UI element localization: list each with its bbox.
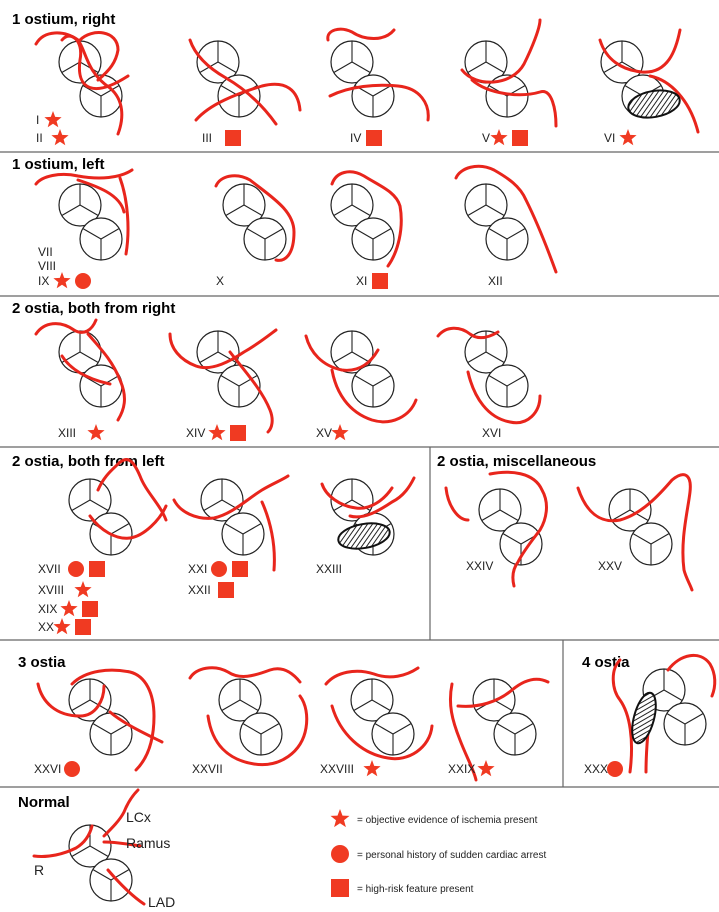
diagram-xxvi: [38, 670, 162, 770]
circle-icon: [331, 845, 349, 863]
star-icon: [60, 600, 77, 616]
diagram-xvi: [438, 328, 540, 422]
variant-label-v: V: [482, 131, 490, 145]
star-icon: [74, 581, 91, 597]
variant-label-vii: VII: [38, 245, 53, 259]
intramural-segment-hatch: [628, 690, 661, 745]
variant-label-xiii: XIII: [58, 426, 76, 440]
variant-label-xxvii: XXVII: [192, 762, 223, 776]
square-icon: [230, 425, 246, 441]
variant-label-xiv: XIV: [186, 426, 205, 440]
diagram-v: [462, 20, 556, 126]
circle-icon: [75, 273, 91, 289]
star-icon: [619, 129, 636, 145]
star-icon: [208, 424, 225, 440]
section-title-1-ostium-right: 1 ostium, right: [12, 11, 115, 28]
square-icon: [232, 561, 248, 577]
variant-label-xxiv: XXIV: [466, 559, 493, 573]
diagram-xiii: [36, 320, 124, 420]
variant-label-x: X: [216, 274, 224, 288]
diagram-xiv: [170, 330, 276, 432]
section-title-3-ostia: 3 ostia: [18, 654, 66, 671]
square-icon: [372, 273, 388, 289]
star-icon: [331, 424, 348, 440]
circle-icon: [607, 761, 623, 777]
star-icon: [363, 760, 380, 776]
legend: = objective evidence of ischemia present…: [331, 809, 547, 897]
diagram-xxi-xxii: [174, 476, 288, 570]
diagram-xxx: [613, 655, 715, 772]
diagram-xii: [456, 166, 556, 272]
star-icon: [490, 129, 507, 145]
star-icon: [331, 809, 350, 827]
star-icon: [87, 424, 104, 440]
normal-label-ramus: Ramus: [126, 835, 170, 851]
circle-icon: [68, 561, 84, 577]
diagram-xvii-xx: [69, 460, 166, 555]
section-title-1-ostium-left: 1 ostium, left: [12, 156, 105, 173]
variant-label-xvii: XVII: [38, 562, 61, 576]
legend-text-star: = objective evidence of ischemia present: [357, 815, 538, 826]
variant-label-iii: III: [202, 131, 212, 145]
star-icon: [477, 760, 494, 776]
variant-label-xxi: XXI: [188, 562, 207, 576]
square-icon: [75, 619, 91, 635]
diagram-iii: [190, 40, 300, 124]
variant-label-xi: XI: [356, 274, 367, 288]
section-title-2-ostia-both-right: 2 ostia, both from right: [12, 300, 175, 317]
variant-label-vi: VI: [604, 131, 615, 145]
variant-label-ii: II: [36, 131, 43, 145]
square-icon: [82, 601, 98, 617]
diagram-xxviii: [326, 668, 432, 759]
variant-label-xxvi: XXVI: [34, 762, 61, 776]
section-title-4-ostia: 4 ostia: [582, 654, 630, 671]
variant-label-xxiii: XXIII: [316, 562, 342, 576]
variant-label-xxx: XXX: [584, 762, 608, 776]
diagram-xxv: [578, 475, 692, 590]
square-icon: [512, 130, 528, 146]
diagram-xxvii: [190, 668, 307, 765]
legend-text-circle: = personal history of sudden cardiac arr…: [357, 850, 546, 861]
section-title-2-ostia-misc: 2 ostia, miscellaneous: [437, 453, 596, 470]
variant-label-xii: XII: [488, 274, 503, 288]
section-title-normal: Normal: [18, 794, 70, 811]
variant-label-xix: XIX: [38, 602, 57, 616]
variant-label-xxix: XXIX: [448, 762, 475, 776]
square-icon: [366, 130, 382, 146]
variant-label-ix: IX: [38, 274, 49, 288]
star-icon: [44, 111, 61, 127]
star-icon: [53, 272, 70, 288]
variant-label-xv: XV: [316, 426, 332, 440]
variant-label-i: I: [36, 113, 39, 127]
normal-label-lad: LAD: [148, 894, 175, 910]
variant-label-xx: XX: [38, 620, 54, 634]
normal-label-r: R: [34, 862, 44, 878]
diagram-x: [216, 176, 294, 261]
diagram-iv: [328, 29, 428, 120]
circle-icon: [64, 761, 80, 777]
square-icon: [331, 879, 349, 897]
normal-label-lcx: LCx: [126, 809, 151, 825]
variant-label-xviii: XVIII: [38, 583, 64, 597]
section-title-2-ostia-both-left: 2 ostia, both from left: [12, 453, 165, 470]
variant-label-xxviii: XXVIII: [320, 762, 354, 776]
legend-text-square: = high-risk feature present: [357, 884, 474, 895]
variant-label-viii: VIII: [38, 259, 56, 273]
diagram-xi: [331, 172, 401, 266]
variant-label-iv: IV: [350, 131, 361, 145]
diagram-xxiv: [446, 472, 546, 586]
star-icon: [53, 618, 70, 634]
square-icon: [225, 130, 241, 146]
variant-label-xxii: XXII: [188, 583, 211, 597]
square-icon: [218, 582, 234, 598]
star-icon: [51, 129, 68, 145]
square-icon: [89, 561, 105, 577]
diagram-xv: [306, 331, 416, 422]
variant-label-xvi: XVI: [482, 426, 501, 440]
circle-icon: [211, 561, 227, 577]
variant-label-xxv: XXV: [598, 559, 622, 573]
